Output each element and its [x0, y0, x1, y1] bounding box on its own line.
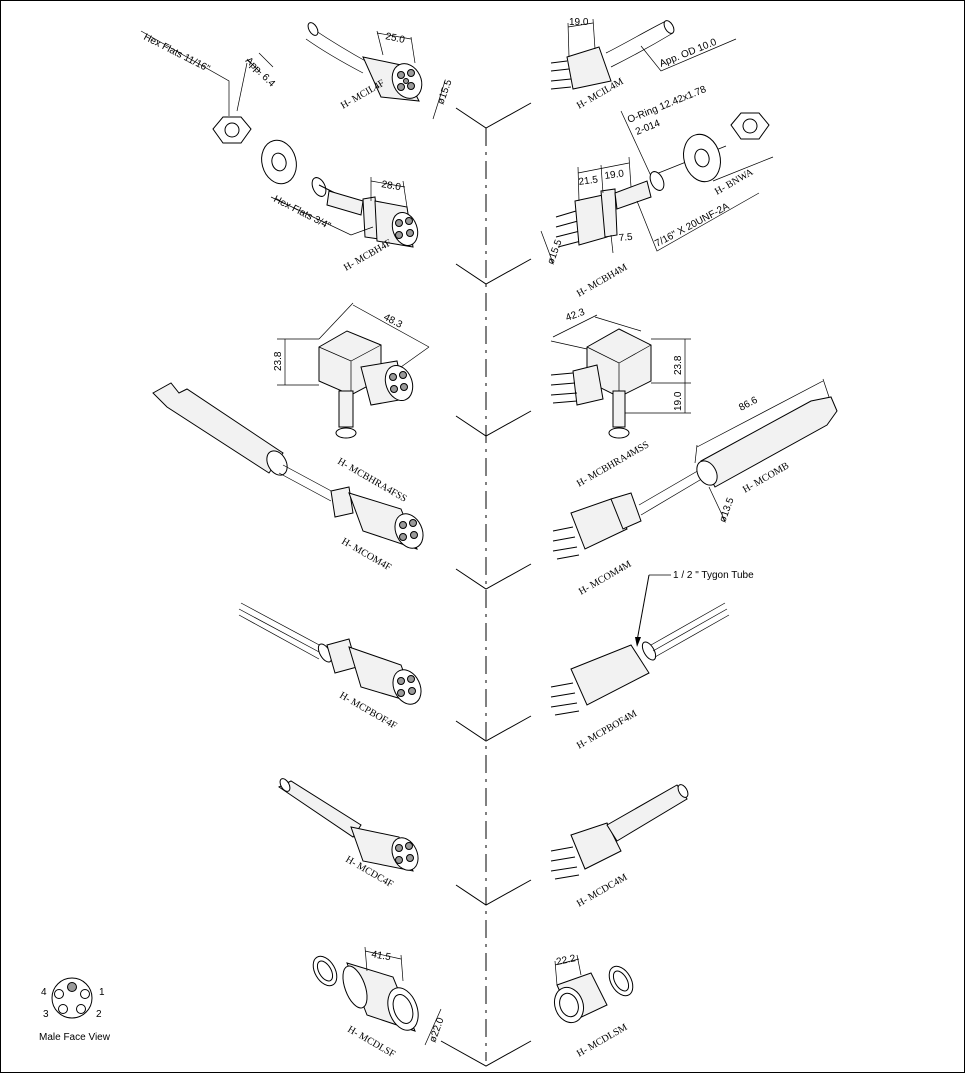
dividers	[440, 102, 532, 1067]
pin-2: 2	[96, 1009, 102, 1020]
part-mcbhra4mss: 42.3 23.8 19.0 H- MCBHRA4MSS	[550, 307, 691, 490]
ra-m-length: 42.3	[564, 307, 586, 324]
mcbh4m-len-b: 19.0	[604, 168, 625, 182]
ra-f-length: 48.3	[382, 312, 405, 331]
mcbh4f-label: H- MCBH4F	[342, 237, 394, 273]
nut-hex-flats: Hex Flats 11/16"	[142, 32, 212, 75]
part-mcil4m: 19.0 App. OD 10.0 H- MCIL4M	[550, 17, 737, 112]
mcdlsf-label: H- MCDLSF	[346, 1024, 398, 1060]
mcpbof4m-label: H- MCPBOF4M	[575, 708, 639, 751]
mcbh4f-length: 28.0	[380, 179, 402, 193]
nut-thickness: App. 6.4	[243, 55, 277, 89]
part-mcdc4f: H- MCDC4F	[278, 778, 419, 890]
oring-spec: O-Ring 12.42x1.78	[626, 84, 708, 126]
mcomb-diameter: ø13.5	[717, 496, 736, 524]
ra-m-height-2: 19.0	[673, 391, 684, 411]
mcil4m-od: App. OD 10.0	[658, 37, 719, 70]
bnwa-label: H- BNWA	[713, 166, 756, 197]
mcbh4m-label: H- MCBH4M	[575, 262, 629, 300]
mcil4m-length: 19.0	[569, 17, 589, 28]
pin-4: 4	[41, 987, 47, 998]
part-mcdc4m: H- MCDC4M	[550, 784, 689, 910]
pin-1: 1	[99, 987, 105, 998]
mcdc4m-label: H- MCDC4M	[575, 872, 629, 910]
part-mcomb: 86.6 ø13.5 H- MCOMB	[694, 378, 838, 524]
mcbh4m-len-a: 21.5	[578, 174, 599, 188]
part-mcdlsf: 41.5 ø22.0 H- MCDLSF	[312, 946, 447, 1060]
thread-spec: 7/16" X 20UNF-2A	[653, 201, 731, 250]
mcpbof4f-label: H- MCPBOF4F	[338, 690, 399, 732]
mcil4f-length: 25.0	[384, 31, 406, 46]
part-mcbh4m-set: O-Ring 12.42x1.78 2-014 21.5 19.0 ø15.5 …	[540, 84, 774, 300]
part-mcbhra4fss: 23.8 48.3 H- MCBHRA4FSS	[273, 302, 430, 505]
mcil4f-diameter: ø15.5	[435, 78, 454, 106]
part-mcom4f: H- MCOM4F	[152, 382, 424, 573]
mcomb-length: 86.6	[737, 395, 760, 414]
mcbhra4mss-label: H- MCBHRA4MSS	[575, 439, 651, 489]
mcom4f-label: H- MCOM4F	[340, 536, 394, 573]
part-mcil4f: 25.0 ø15.5 H- MCIL4F	[305, 22, 455, 120]
tygon-label: 1 / 2 " Tygon Tube	[673, 570, 754, 581]
male-face-view: 1 2 3 4 Male Face View	[39, 977, 111, 1043]
ra-m-height: 23.8	[673, 355, 684, 375]
mcdlsm-label: H- MCDLSM	[575, 1022, 629, 1060]
mcdlsf-diameter: ø22.0	[427, 1016, 446, 1044]
pin-3: 3	[43, 1009, 49, 1020]
body-hex-flats: Hex Flats 3/4"	[272, 194, 333, 232]
ra-f-height: 23.8	[273, 351, 284, 371]
mcom4m-label: H- MCOM4M	[577, 559, 633, 598]
mcdlsm-length: 22.2	[555, 953, 577, 968]
mcbh4m-thread-len: 7.5	[618, 232, 633, 244]
part-mcdlsm: 22.2 H- MCDLSM	[553, 953, 634, 1060]
mcbh4m-diameter: ø15.5	[545, 238, 564, 266]
mcdlsf-length: 41.5	[370, 949, 392, 963]
part-mcpbof4f: H- MCPBOF4F	[238, 602, 422, 732]
face-view-label: Male Face View	[39, 1032, 111, 1043]
